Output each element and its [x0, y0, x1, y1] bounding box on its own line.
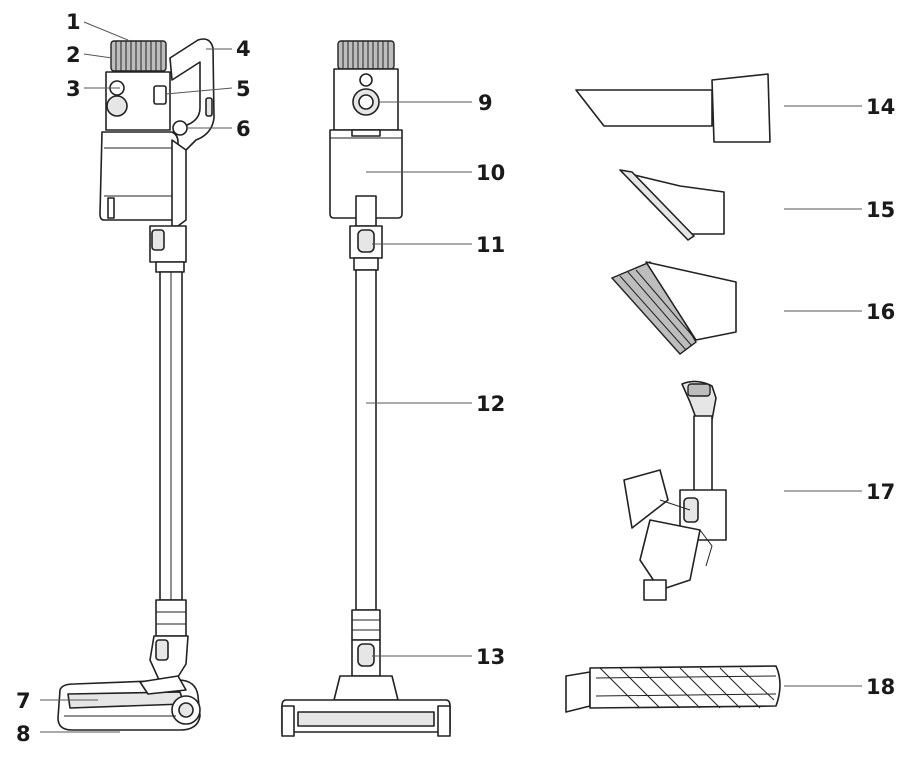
upholstery-tool [619, 169, 725, 241]
callout-17: 17 [866, 480, 895, 504]
vacuum-front-view [281, 40, 451, 737]
dusting-brush [610, 261, 737, 355]
wand-front [355, 269, 377, 611]
dust-cup-cap-front [337, 40, 395, 70]
callout-8: 8 [16, 722, 31, 746]
callout-11: 11 [476, 233, 505, 257]
brush-roll [565, 665, 781, 713]
dust-cup-cap [110, 40, 167, 72]
callout-1: 1 [66, 10, 81, 34]
vacuum-side-view [57, 38, 215, 731]
callout-14: 14 [866, 95, 895, 119]
callout-10: 10 [476, 161, 505, 185]
callout-3: 3 [66, 77, 81, 101]
callout-2: 2 [66, 43, 81, 67]
callout-4: 4 [236, 37, 251, 61]
callout-16: 16 [866, 300, 895, 324]
handle [169, 38, 215, 151]
leader-lines [40, 21, 862, 733]
crevice-tool [575, 73, 771, 143]
callout-12: 12 [476, 392, 505, 416]
callout-13: 13 [476, 645, 505, 669]
callout-18: 18 [866, 675, 895, 699]
callout-15: 15 [866, 198, 895, 222]
callout-5: 5 [236, 77, 251, 101]
callout-numbers: 1 2 3 4 5 6 7 8 9 10 11 12 13 14 15 16 1… [16, 10, 895, 746]
tool-clip-holder [623, 380, 727, 601]
callout-9: 9 [478, 91, 493, 115]
callout-7: 7 [16, 689, 31, 713]
callout-6: 6 [236, 117, 251, 141]
